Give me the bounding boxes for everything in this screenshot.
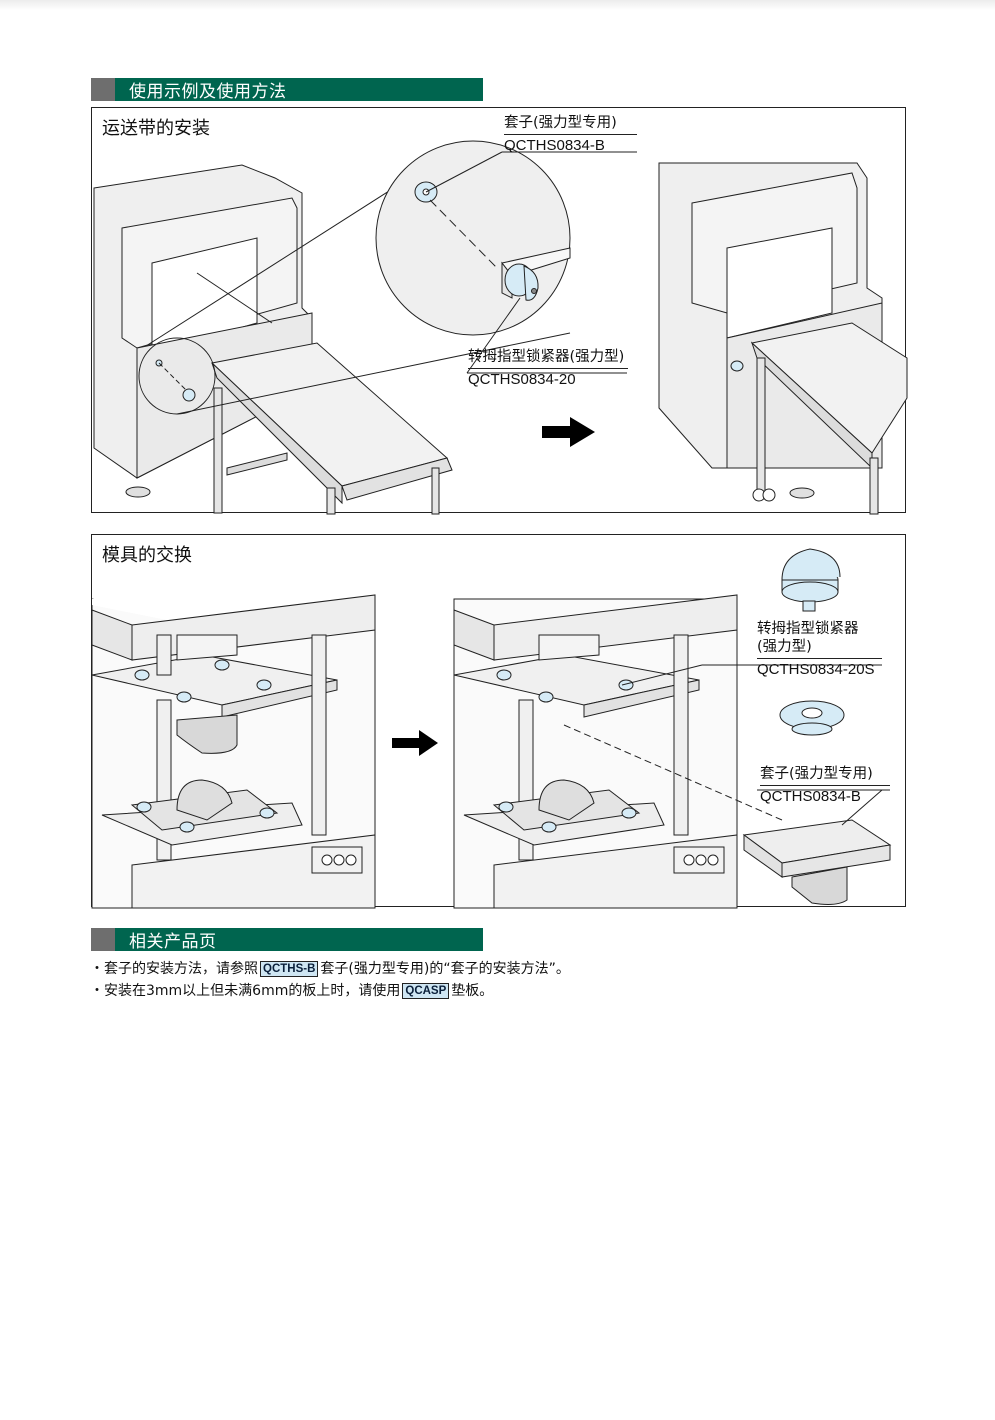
- callout-bushing-conveyor: 套子(强力型专用) QCTHS0834-B: [504, 114, 637, 156]
- callout-bushing-code: QCTHS0834-B: [760, 788, 861, 806]
- header-grey-block: [91, 78, 115, 101]
- section-header-related: 相关产品页: [91, 928, 483, 952]
- note-text-after: 垫板。: [451, 983, 494, 999]
- product-link-qcths-b[interactable]: QCTHS-B: [260, 961, 319, 977]
- panel-title-conveyor: 运送带的安装: [102, 118, 210, 139]
- section-title-related: 相关产品页: [129, 932, 217, 952]
- conveyor-illustration: [93, 140, 908, 515]
- callout-clamp-code: QCTHS0834-20S: [757, 661, 875, 679]
- callout-rule: [760, 785, 890, 787]
- note-text-before: 安装在3mm以上但未满6mm的板上时，请使用: [104, 983, 401, 999]
- product-link-qcasp[interactable]: QCASP: [402, 983, 450, 999]
- header-grey-block: [91, 928, 115, 951]
- page-top-shade: [0, 0, 995, 10]
- callout-clamp-name-line1: 转拇指型锁紧器: [757, 621, 859, 637]
- bullet: ・: [90, 961, 104, 977]
- right-arrow-icon: [542, 417, 595, 447]
- callout-clamp-name: 转拇指型锁紧器(强力型): [468, 349, 625, 365]
- panel-mold-change: 模具的交换: [91, 534, 906, 909]
- callout-clamp-name-line2: (强力型): [757, 639, 812, 656]
- zoom-detail-circle: [375, 140, 571, 336]
- callout-clamp-conveyor: 转拇指型锁紧器(强力型) QCTHS0834-20: [468, 348, 628, 390]
- section-title-usage: 使用示例及使用方法: [129, 82, 287, 102]
- bullet: ・: [90, 983, 104, 999]
- callout-rule: [468, 368, 628, 370]
- callout-clamp-code: QCTHS0834-20: [468, 371, 576, 389]
- note-text-before: 套子的安装方法，请参照: [104, 961, 258, 977]
- section-header-usage: 使用示例及使用方法: [91, 78, 483, 102]
- note-text-after: 套子(强力型专用)的“套子的安装方法”。: [320, 961, 570, 977]
- callout-bushing-mold: 套子(强力型专用) QCTHS0834-B: [760, 765, 890, 807]
- callout-bushing-name: 套子(强力型专用): [504, 115, 617, 131]
- callout-bushing-code: QCTHS0834-B: [504, 137, 605, 155]
- panel-title-mold: 模具的交换: [102, 545, 192, 566]
- mold-illustration: [91, 535, 892, 909]
- callout-clamp-mold: 转拇指型锁紧器 (强力型) QCTHS0834-20S: [757, 620, 882, 680]
- callout-rule: [757, 658, 882, 660]
- machine-foot: [125, 486, 151, 498]
- callout-rule: [504, 134, 637, 136]
- panel-conveyor-install: 运送带的安装: [91, 107, 908, 515]
- right-arrow-icon: [392, 730, 438, 756]
- callout-bushing-name: 套子(强力型专用): [760, 766, 873, 782]
